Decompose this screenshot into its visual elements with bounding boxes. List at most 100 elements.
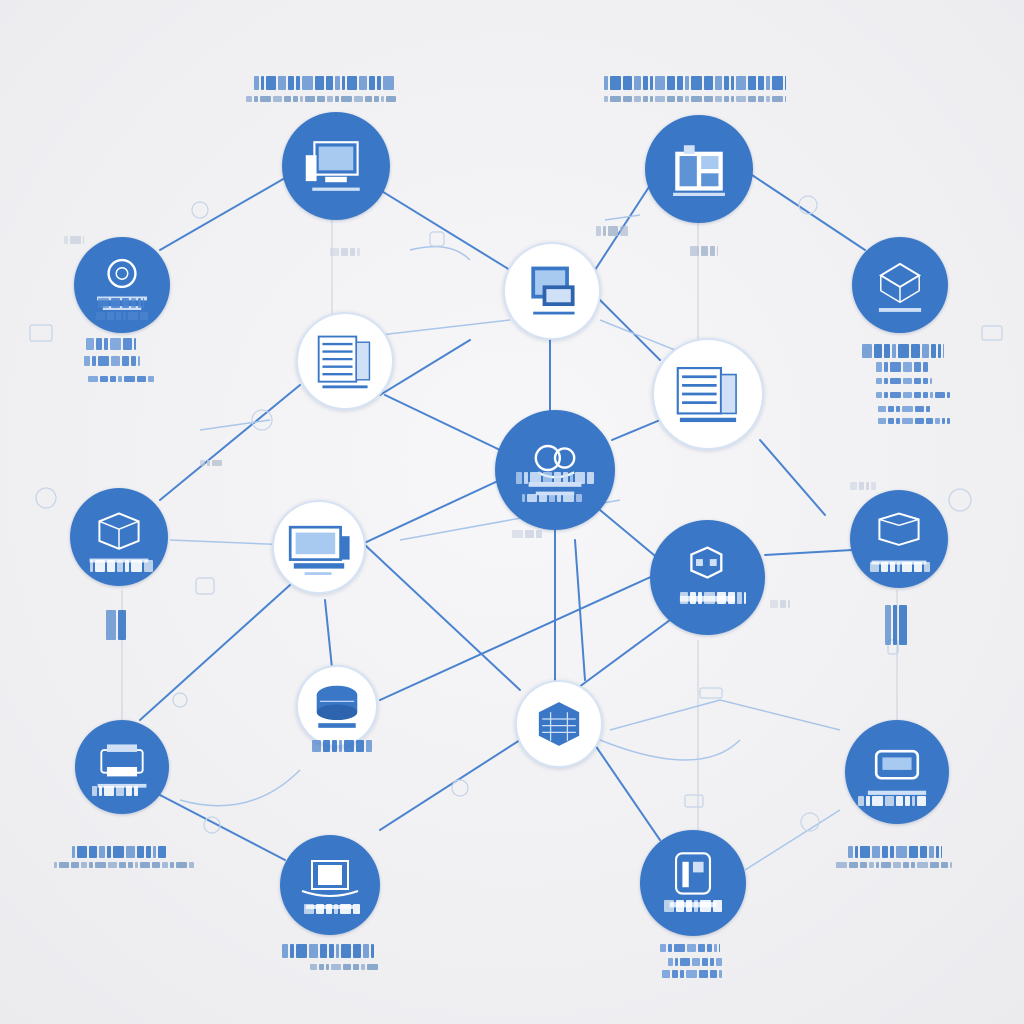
label-glyph [890, 362, 901, 372]
label-glyph [884, 362, 888, 372]
faint-glyph [172, 692, 188, 708]
label-glyph [99, 786, 102, 796]
label-glyph [859, 482, 864, 490]
label-glyph [290, 944, 294, 958]
network-cube-icon [878, 262, 922, 312]
connection-line [384, 394, 501, 451]
computer-icon [305, 141, 360, 191]
illegible-label [662, 970, 722, 978]
label-glyph [885, 796, 894, 806]
label-glyph [890, 562, 895, 572]
label-glyph [304, 904, 314, 914]
label-glyph [878, 406, 886, 412]
label-glyph [374, 96, 379, 102]
node-document-left[interactable] [296, 312, 394, 410]
label-glyph [643, 76, 648, 90]
label-glyph [634, 76, 641, 90]
label-glyph [89, 846, 97, 858]
illegible-label [878, 406, 930, 412]
cloud-network-icon [528, 444, 582, 496]
connection-curve [599, 739, 741, 761]
label-glyph [575, 472, 585, 484]
label-glyph [872, 846, 880, 858]
label-glyph [731, 96, 734, 102]
illegible-label [660, 944, 720, 952]
connection-line [159, 384, 301, 501]
label-glyph [710, 958, 714, 966]
label-glyph [98, 298, 109, 308]
label-glyph [884, 392, 888, 398]
label-glyph [134, 786, 138, 796]
node-cube-cluster[interactable] [650, 520, 765, 635]
label-glyph [525, 530, 534, 538]
node-storage[interactable] [845, 720, 949, 824]
label-glyph [81, 862, 87, 868]
label-glyph [189, 862, 194, 868]
node-device[interactable] [640, 830, 746, 936]
node-network-cube[interactable] [852, 237, 948, 333]
illegible-label [106, 610, 126, 640]
label-glyph [849, 862, 858, 868]
node-monitor[interactable] [503, 242, 601, 340]
node-scanner[interactable] [280, 835, 380, 935]
node-document-right[interactable] [652, 338, 764, 450]
label-glyph [923, 392, 928, 398]
illegible-label [876, 362, 930, 372]
label-glyph [687, 944, 696, 952]
illegible-label [770, 600, 790, 608]
label-glyph [675, 958, 678, 966]
node-computer[interactable] [282, 112, 390, 220]
scanner-icon [301, 860, 359, 909]
label-glyph [516, 472, 522, 484]
illegible-label [304, 904, 360, 914]
label-glyph [539, 494, 547, 502]
document-monitor-icon [676, 367, 737, 423]
label-glyph [344, 740, 354, 752]
illegible-label [848, 846, 942, 858]
label-glyph [929, 846, 934, 858]
label-glyph [623, 76, 632, 90]
label-glyph [870, 562, 879, 572]
node-server-block[interactable] [515, 680, 603, 768]
label-glyph [319, 964, 324, 970]
label-glyph [930, 378, 932, 384]
label-glyph [131, 356, 136, 366]
node-server-rack[interactable] [645, 115, 753, 223]
label-glyph [888, 418, 894, 424]
label-glyph [950, 862, 952, 868]
node-cloud-hub[interactable] [495, 410, 615, 530]
label-glyph [353, 904, 360, 914]
node-laptop[interactable] [272, 500, 366, 594]
label-glyph [737, 592, 742, 604]
label-glyph [623, 96, 632, 102]
label-glyph [885, 605, 891, 645]
label-glyph [903, 362, 912, 372]
label-glyph [676, 900, 684, 912]
label-glyph [902, 562, 912, 572]
label-glyph [100, 376, 108, 382]
label-glyph [608, 226, 618, 236]
node-target[interactable] [74, 237, 170, 333]
label-glyph [107, 846, 111, 858]
node-box-right[interactable] [850, 490, 948, 588]
illegible-label [72, 846, 166, 858]
connection-line [744, 809, 841, 871]
label-glyph [736, 96, 746, 102]
label-glyph [96, 312, 105, 320]
label-glyph [893, 862, 901, 868]
illegible-label [664, 900, 724, 912]
label-glyph [366, 740, 372, 752]
label-glyph [320, 944, 327, 958]
node-printer[interactable] [75, 720, 169, 814]
label-glyph [340, 904, 351, 914]
faint-glyph [699, 687, 723, 699]
label-glyph [170, 862, 174, 868]
label-glyph [152, 862, 160, 868]
label-glyph [881, 562, 888, 572]
label-glyph [140, 312, 148, 320]
node-database[interactable] [296, 665, 378, 747]
label-glyph [334, 904, 338, 914]
label-glyph [207, 460, 210, 466]
circle-target-icon [97, 258, 147, 310]
label-glyph [330, 248, 339, 256]
